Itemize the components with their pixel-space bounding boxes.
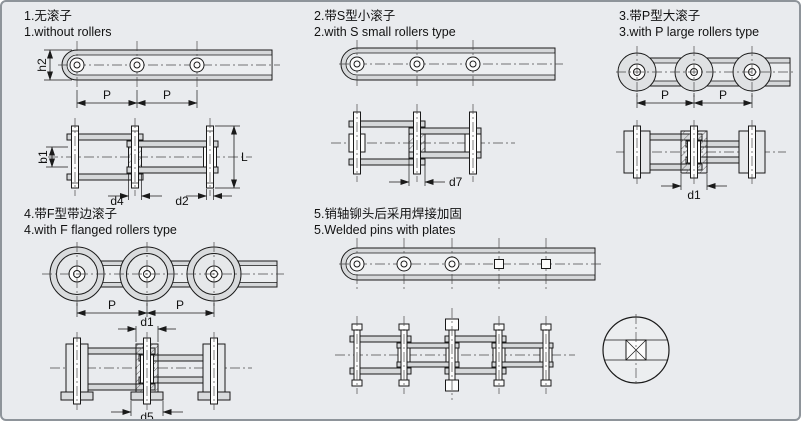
section1-title-zh: 1.无滚子 <box>24 9 72 23</box>
dim-label-d4: d4 <box>110 194 124 206</box>
section3-title-zh: 3.带P型大滚子 <box>619 9 701 23</box>
dim-label-d1: d1 <box>140 315 154 329</box>
s5-profile-view <box>339 238 603 290</box>
dim-label-d2: d2 <box>175 194 189 206</box>
section5-title: 5.销轴铆头后采用焊接加固 5.Welded pins with plates <box>314 206 462 238</box>
section4-title-zh: 4.带F型带边滚子 <box>24 207 118 221</box>
section2-title: 2.带S型小滚子 2.with S small rollers type <box>314 8 456 40</box>
section1-title: 1.无滚子 1.without rollers <box>24 8 112 40</box>
section4-title: 4.带F型带边滚子 4.with F flanged rollers type <box>24 206 177 238</box>
drawing-s-small-rollers: d7 <box>331 40 563 189</box>
section2-title-zh: 2.带S型小滚子 <box>314 9 396 23</box>
dim-label-p-right: P <box>163 88 171 102</box>
dim-label-d5: d5 <box>140 410 154 421</box>
section3-title-en: 3.with P large rollers type <box>619 25 760 39</box>
section3-title: 3.带P型大滚子 3.with P large rollers type <box>619 8 759 40</box>
s2-plan-view: d7 <box>331 104 515 189</box>
section5-title-en: 5.Welded pins with plates <box>314 223 456 237</box>
section1-title-en: 1.without rollers <box>24 25 112 39</box>
dim-label-p-left: P <box>108 298 116 312</box>
dim-label-d1: d1 <box>687 188 701 202</box>
s5-plan-view <box>335 308 575 400</box>
drawing-without-rollers: h2 P P <box>35 41 280 206</box>
section4-title-en: 4.with F flanged rollers type <box>24 223 177 237</box>
dim-label-p-right: P <box>719 88 727 102</box>
section5-title-zh: 5.销轴铆头后采用焊接加固 <box>314 207 462 221</box>
drawing-p-large-rollers: P P d1 <box>616 46 796 202</box>
dim-label-b1: b1 <box>36 150 50 164</box>
section2-title-en: 2.with S small rollers type <box>314 25 456 39</box>
drawing-f-flanged-rollers: P P d1 <box>42 242 284 421</box>
s4-profile-view: P P <box>42 242 284 317</box>
dim-label-p-left: P <box>661 88 669 102</box>
weld-detail-view <box>602 314 670 386</box>
s1-plan-view: b1 L d4 d2 <box>36 118 252 206</box>
s3-plan-view: d1 <box>616 120 786 202</box>
dim-label-d7: d7 <box>449 175 463 189</box>
dim-label-p-right: P <box>176 298 184 312</box>
s3-profile-view: P P <box>616 46 796 108</box>
dim-label-p-left: P <box>103 88 111 102</box>
drawing-welded-pins <box>335 238 603 400</box>
s4-plan-view: d1 d5 <box>50 315 252 421</box>
dim-label-h2: h2 <box>35 58 49 72</box>
s1-profile-view: h2 P P <box>35 41 280 108</box>
s2-profile-view <box>339 40 563 88</box>
dim-label-L: L <box>241 150 248 164</box>
